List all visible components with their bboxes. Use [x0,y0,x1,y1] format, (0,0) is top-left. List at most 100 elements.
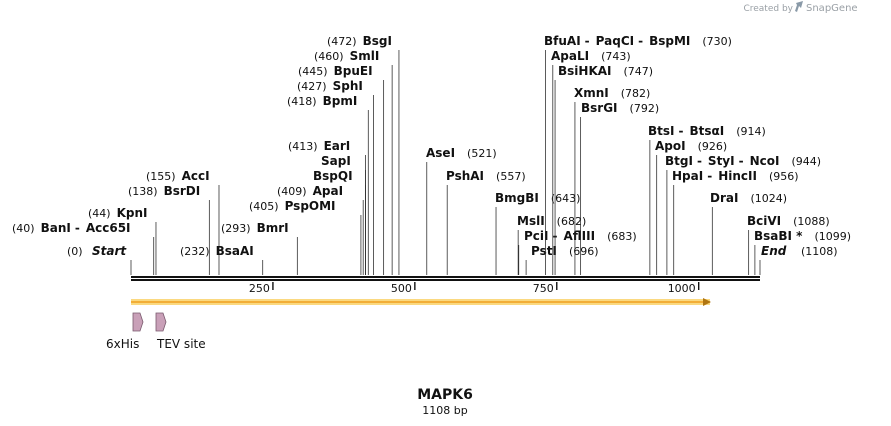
site-name-btgi-2: NcoI [750,154,780,168]
site-name-msli-0: MslI [517,214,545,228]
site-drai[interactable]: DraI(1024) [710,191,787,275]
site-smli[interactable]: (460) SmlI [314,49,393,275]
site-name-apai-0: ApaI [313,184,343,198]
site-btsi[interactable]: BtsI-BtsαI(914) [648,124,766,275]
site-name-bmri-0: BmrI [257,221,289,235]
site-position-btgi: (944) [791,155,821,168]
site-position-kpni: (44) [88,207,111,220]
site-bani[interactable]: (40)BanI-Acc65I [12,221,155,275]
site-asei[interactable]: AseI(521) [426,146,497,275]
site-position-msli: (682) [557,215,587,228]
site-name-apoi-0: ApoI [655,139,686,153]
tick-label-250: 250 [249,282,270,295]
end-name-start: Start [92,244,127,258]
site-bfuai[interactable]: BfuAI-PaqCI-BspMI(730) [544,34,732,275]
backbone-top-strand [131,276,760,278]
site-position-bsgi: (472) [327,35,357,48]
site-name-asei-0: AseI [426,146,455,160]
site-name-eari-0: EarI [324,139,351,153]
site-msli[interactable]: MslI (682) [517,214,586,275]
site-name-bsgi-0: BsgI [363,34,392,48]
backbone [131,276,760,281]
site-name-drai-0: DraI [710,191,738,205]
site-bsihkai[interactable]: BsiHKAI(747) [554,64,654,275]
site-name-xmni-0: XmnI [574,86,609,100]
site-btgi[interactable]: BtgI-StyI-NcoI(944) [665,154,821,275]
site-name-bcivi-0: BciVI [747,214,781,228]
site-position-bani: (40) [12,222,35,235]
site-position-bsrdi: (138) [128,185,158,198]
site-pcii[interactable]: PciI-AflIII(683) [518,229,637,275]
site-name-separator: - [697,154,702,168]
features: 6xHis TEV site [106,298,711,351]
feature-6xhis[interactable]: 6xHis [106,312,144,351]
site-bmri[interactable]: (293) BmrI [221,221,298,275]
site-eari[interactable]: (413) EarI [288,139,366,275]
snapgene-logo-icon [795,1,803,12]
site-bpuei[interactable]: (445)BpuEI [298,64,385,275]
end-position-end: (1108) [801,245,838,258]
map-title: MAPK6 [417,387,473,403]
site-name-bfuai-2: BspMI [649,34,690,48]
site-bsaai[interactable]: (232) BsaAI [180,244,264,275]
site-name-bani-1: Acc65I [86,221,131,235]
site-pspomi[interactable]: (405)PspOMI [249,199,362,275]
feature-label: 6xHis [106,337,139,351]
site-bpmi[interactable]: (418)BpmI [287,94,369,275]
site-bsrgi[interactable]: BsrGI(792) [580,101,660,275]
site-position-acci: (155) [146,170,176,183]
site-name-pshai-0: PshAI [446,169,484,183]
site-bsabi[interactable]: BsaBI *(1099) [754,229,851,275]
site-bsgi[interactable]: (472) BsgI [327,34,400,275]
site-pshai[interactable]: PshAI(557) [446,169,526,275]
site-name-bpmi-0: BpmI [323,94,358,108]
site-name-btsi-0: BtsI [648,124,675,138]
site-name-btsi-1: BtsαI [689,124,724,138]
site-position-bsaai: (232) [180,245,210,258]
end-position-start: (0) [67,245,83,258]
end-name-end: End [761,244,787,258]
site-apoi[interactable]: ApoI (926) [655,139,727,275]
site-position-apoi: (926) [698,140,728,153]
sequence-ends: (0) Start End (1108) [67,244,838,275]
site-apali[interactable]: ApaLI (743) [551,49,631,275]
feature-arrow [132,312,144,332]
site-name-hpai-1: HincII [718,169,757,183]
site-name-bfuai-0: BfuAI [544,34,581,48]
site-position-pcii: (683) [607,230,637,243]
site-name-psti-0: PstI [531,244,557,258]
site-bcivi[interactable]: BciVI (1088) [747,214,830,275]
site-name-sapi-0: SapI [321,154,351,168]
site-position-eari: (413) [288,140,318,153]
site-position-apai: (409) [277,185,307,198]
site-name-apali-0: ApaLI [551,49,589,63]
site-position-psti: (696) [569,245,599,258]
orf-arrow[interactable] [131,298,711,306]
site-position-bmgbi: (643) [551,192,581,205]
site-name-bspqi-0: BspQI [313,169,353,183]
site-position-bcivi: (1088) [793,215,830,228]
site-position-bsihkai: (747) [624,65,654,78]
site-name-bsaai-0: BsaAI [216,244,254,258]
site-acci[interactable]: (155)AccI [146,169,220,275]
site-name-smli-0: SmlI [350,49,380,63]
site-name-btgi-1: StyI [708,154,735,168]
site-kpni[interactable]: (44)KpnI [88,206,157,275]
site-position-smli: (460) [314,50,344,63]
site-position-bmri: (293) [221,222,251,235]
site-xmni[interactable]: XmnI(782) [574,86,650,275]
feature-tev-site[interactable]: TEV site [155,312,206,351]
site-bsrdi[interactable]: (138)BsrDI [128,184,210,275]
site-hpai[interactable]: HpaI-HincII(956) [672,169,799,275]
site-position-apali: (743) [601,50,631,63]
site-sphi[interactable]: (427)SphI [297,79,374,275]
site-apai[interactable]: (409) ApaI [277,184,364,275]
site-bmgbi[interactable]: BmgBI(643) [495,191,580,275]
site-psti[interactable]: PstI (696) [525,244,599,275]
site-position-bsabi: (1099) [814,230,851,243]
backbone-bottom-strand [131,279,760,281]
site-name-separator: - [679,124,684,138]
site-name-separator: - [638,34,643,48]
site-name-pspomi-0: PspOMI [285,199,336,213]
